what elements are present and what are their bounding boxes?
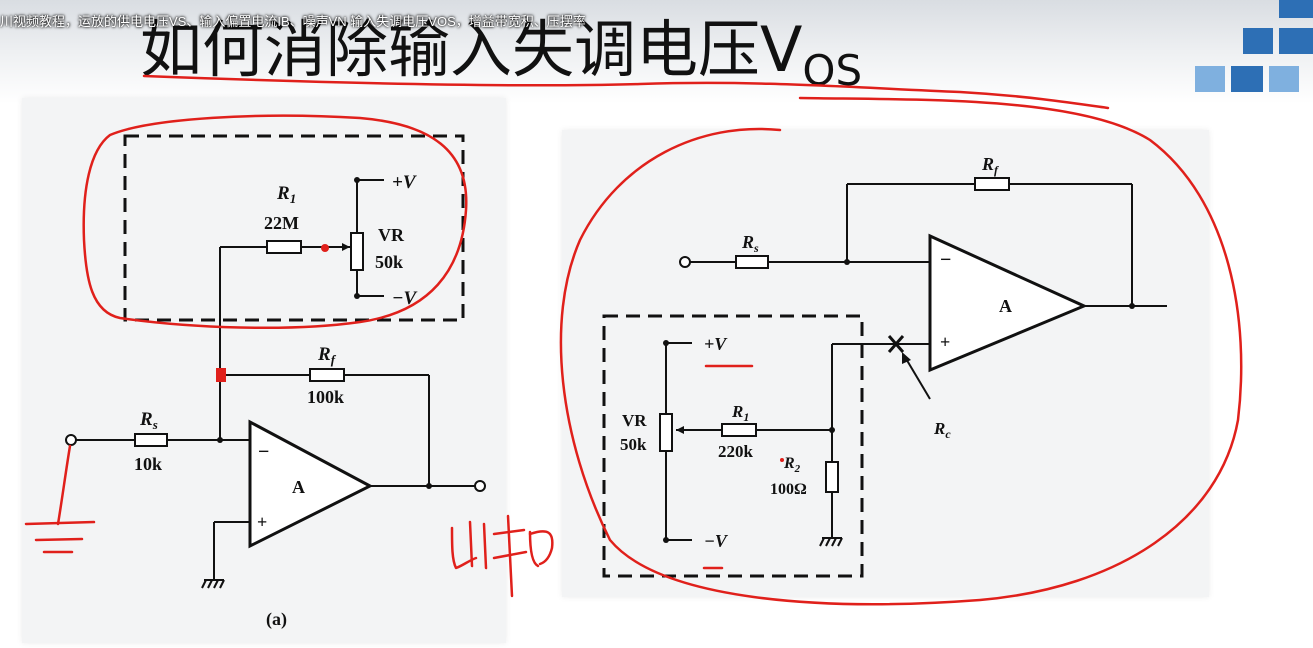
- r1-value-label-a: 22M: [264, 213, 299, 233]
- r2-value-label-b: 100Ω: [770, 481, 807, 498]
- op-amp-label-b: A: [999, 296, 1012, 316]
- pos-supply-label-a: +V: [392, 172, 417, 193]
- decorative-squares: [1195, 0, 1313, 92]
- deco-square: [1279, 0, 1313, 18]
- junction-dot: [217, 437, 223, 443]
- r1-value-label-b: 220k: [718, 442, 754, 461]
- output-terminal-a: [474, 480, 486, 492]
- vr-value-label-a: 50k: [375, 252, 403, 272]
- rs-resistor-a: [134, 433, 168, 447]
- circuit-a-diagram: +V −V VR 50k R1 22M Rf 100k Rs 10k A − +…: [65, 134, 486, 630]
- rc-name-label-b: Rc: [933, 419, 951, 441]
- op-amp-label-a: A: [292, 477, 305, 497]
- ground-symbol-b: [819, 537, 843, 547]
- rs-resistor-b: [735, 255, 769, 269]
- neg-supply-label-a: −V: [392, 288, 418, 309]
- deco-square: [1231, 66, 1263, 92]
- handwriting-stroke: [506, 514, 514, 598]
- inverting-input-sign-a: −: [258, 441, 269, 463]
- deco-square: [1269, 66, 1299, 92]
- circuit-a-panel: +V −V VR 50k R1 22M Rf 100k Rs 10k A − +…: [22, 98, 506, 643]
- rs-name-label-a: Rs: [139, 409, 158, 432]
- non-inverting-input-sign-a: +: [257, 512, 267, 532]
- junction-dot: [663, 537, 669, 543]
- input-terminal-a: [65, 434, 77, 446]
- handwriting-stroke: [528, 530, 540, 568]
- r1-name-label-b: R1: [731, 402, 749, 424]
- junction-dot: [844, 259, 850, 265]
- inverting-input-sign-b: −: [940, 249, 951, 271]
- pos-supply-label-b: +V: [704, 334, 728, 354]
- video-title: 川视频教程，运放的供电电压VS、输入偏置电流IB、噪声VN 输入失调电压VOS，…: [0, 14, 586, 29]
- deco-square: [1243, 28, 1273, 54]
- vr-wiper-a: [342, 243, 350, 251]
- non-inverting-input-sign-b: +: [940, 332, 950, 352]
- r1-resistor-a: [266, 240, 302, 254]
- handwriting-stroke: [528, 530, 554, 566]
- input-terminal-b: [679, 256, 691, 268]
- vr-name-label-a: VR: [378, 225, 405, 245]
- rs-value-label-a: 10k: [134, 454, 162, 474]
- rs-name-label-b: Rs: [741, 232, 759, 255]
- vr-resistor-a: [350, 232, 364, 271]
- slide-title: 如何消除输入失调电压VOS: [140, 0, 862, 100]
- deco-square: [1279, 28, 1313, 54]
- circuit-b-diagram: Rf Rs A − + Rc +V −V VR 50k R1 220k R2 1…: [602, 154, 1167, 578]
- junction-dot: [354, 293, 360, 299]
- figure-caption-a: (a): [266, 609, 287, 630]
- rf-name-label-b: Rf: [981, 154, 999, 177]
- junction-dot: [829, 427, 835, 433]
- vr-resistor-b: [659, 413, 673, 452]
- rf-resistor-b: [974, 177, 1010, 191]
- circuit-b-panel: Rf Rs A − + Rc +V −V VR 50k R1 220k R2 1…: [562, 130, 1209, 597]
- junction-dot: [354, 177, 360, 183]
- r2-resistor-b: [825, 461, 839, 493]
- rc-pointer-arrowhead: [902, 352, 911, 364]
- r2-name-label-b: R2: [783, 455, 801, 475]
- rf-value-label-a: 100k: [307, 387, 344, 407]
- vr-value-label-b: 50k: [620, 435, 647, 454]
- slide-title-subscript: OS: [802, 46, 863, 95]
- junction-dot: [426, 483, 432, 489]
- op-amp-a: [248, 419, 374, 549]
- rc-pointer: [904, 356, 931, 400]
- neg-supply-label-b: −V: [704, 531, 729, 551]
- rf-resistor-a: [309, 368, 345, 382]
- slide-title-main: 如何消除输入失调电压V: [140, 13, 803, 86]
- vr-name-label-b: VR: [622, 411, 647, 430]
- junction-dot: [1129, 303, 1135, 309]
- r1-name-label-a: R1: [276, 183, 296, 206]
- vr-wiper-b: [676, 426, 684, 434]
- r1-resistor-b: [721, 423, 757, 437]
- ground-symbol-a: [201, 579, 225, 589]
- rf-name-label-a: Rf: [317, 344, 337, 367]
- deco-square: [1195, 66, 1225, 92]
- junction-dot: [663, 340, 669, 346]
